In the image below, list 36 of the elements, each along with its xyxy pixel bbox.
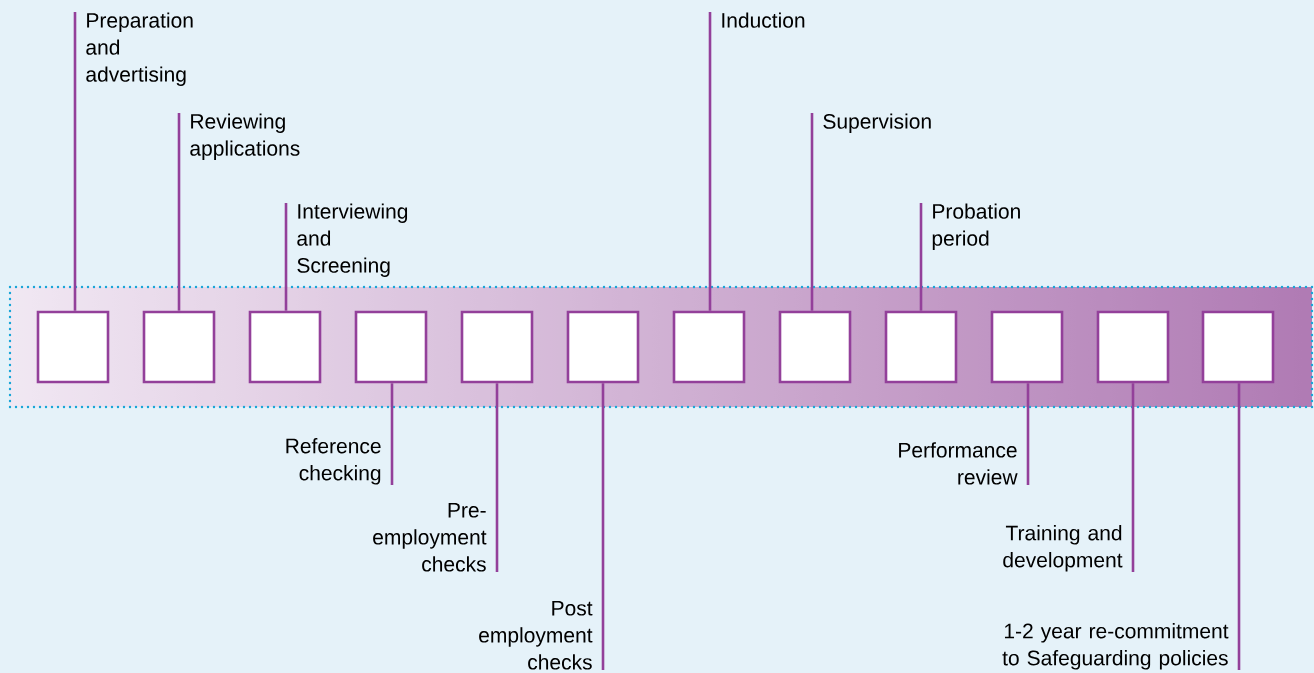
empty-box [460, 310, 534, 384]
stage-label: Post employment checks [479, 600, 593, 670]
leader-line [1026, 383, 1030, 485]
empty-box [1201, 310, 1275, 384]
stage-label: Reference checking [286, 438, 381, 485]
leader-line [177, 113, 181, 311]
stage-label: 1-2 year re-commitment to Safeguarding policies [1002, 623, 1229, 670]
empty-box [36, 310, 110, 384]
leader-line [1131, 383, 1135, 572]
stage-label: Reviewing applications [190, 113, 300, 160]
empty-box [566, 310, 640, 384]
empty-box [778, 310, 852, 384]
stage-label: Supervision [823, 113, 931, 133]
leader-line [390, 383, 394, 485]
leader-line [810, 113, 814, 311]
leader-line [1237, 383, 1241, 670]
stage-label: Training and development [1003, 525, 1123, 572]
empty-box [1096, 310, 1170, 384]
leader-line [601, 383, 605, 670]
empty-box [672, 310, 746, 384]
empty-box [248, 310, 322, 384]
stage-label: Induction [722, 12, 805, 28]
empty-box [990, 310, 1064, 384]
stage-label: Interviewing and Screening [297, 203, 408, 277]
empty-box [142, 310, 216, 384]
leader-line [708, 12, 712, 311]
stage-label: Performance review [899, 442, 1018, 485]
leader-line [73, 12, 77, 311]
leader-line [495, 383, 499, 572]
leader-line [919, 203, 923, 311]
empty-box [354, 310, 428, 384]
leader-line [284, 203, 288, 311]
stage-label: Probation period [932, 203, 1020, 250]
empty-box [884, 310, 958, 384]
stage-label: Pre-employment checks [373, 502, 487, 572]
stage-label: Preparation and advertising [86, 12, 193, 86]
